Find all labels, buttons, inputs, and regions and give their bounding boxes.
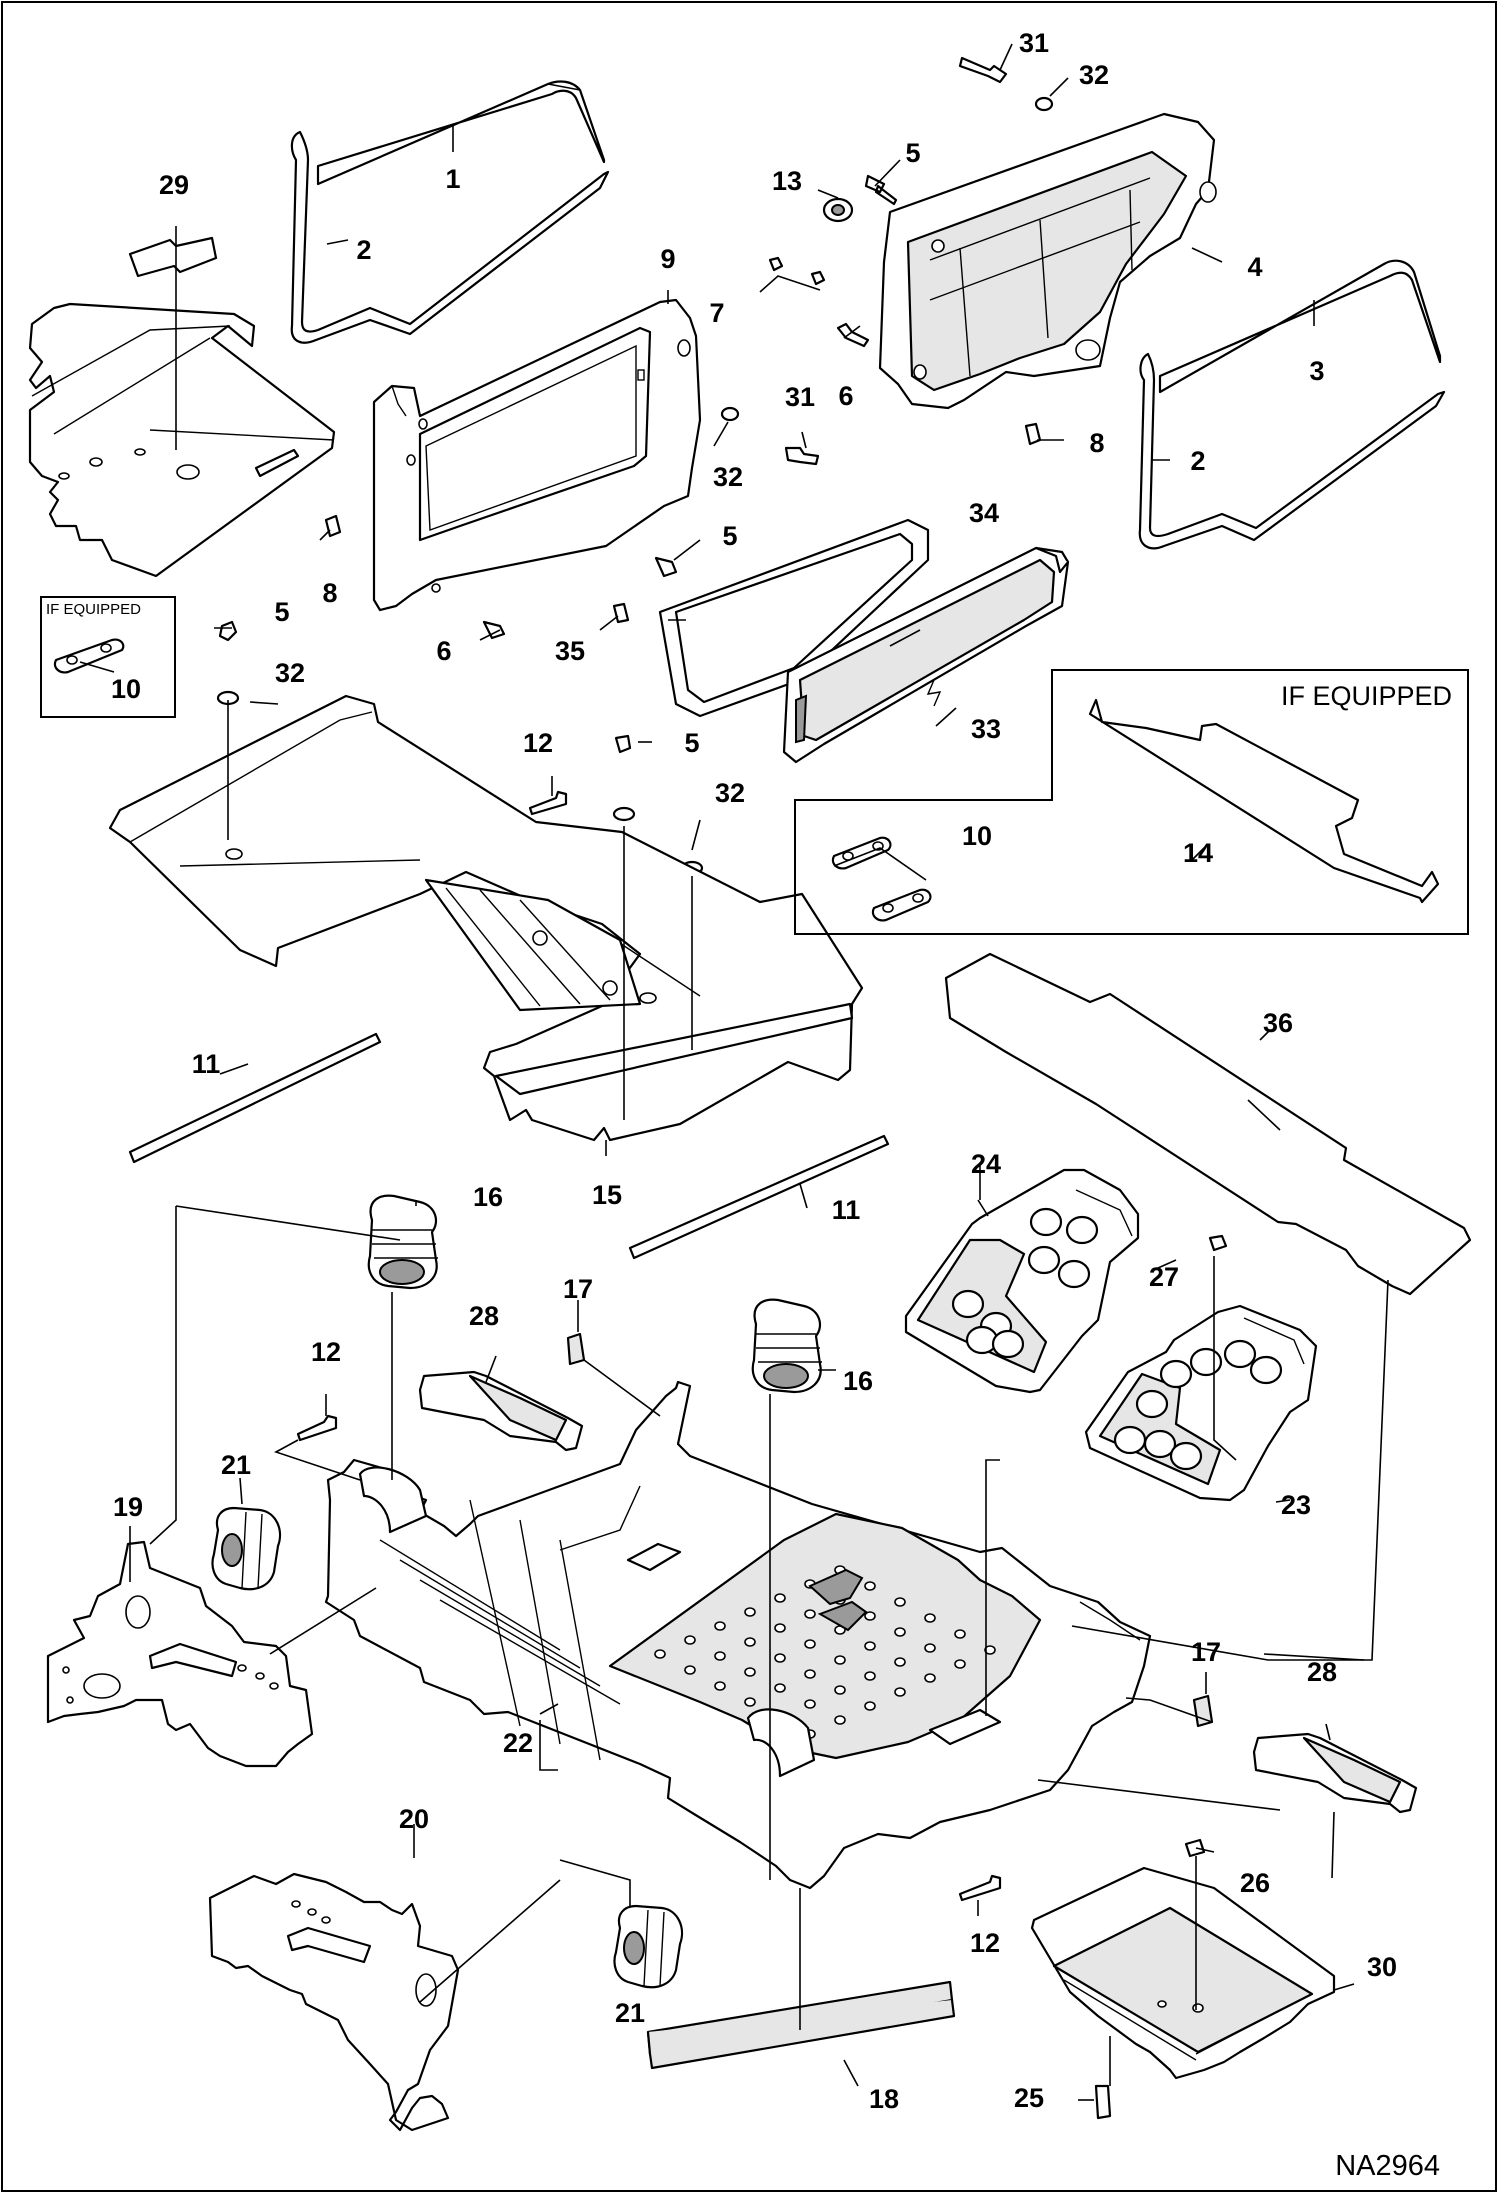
part-floor-plate-left bbox=[28, 302, 336, 578]
part-seal-strip-3 bbox=[1158, 259, 1442, 394]
callout-36: 36 bbox=[1263, 1008, 1293, 1038]
part-boot-21-upper bbox=[211, 1506, 282, 1591]
part-seal-2-left bbox=[290, 130, 610, 344]
drawing-id: NA2964 bbox=[1335, 2150, 1440, 2182]
callout-2-right: 2 bbox=[1190, 446, 1205, 476]
if-equipped-note-large: IF EQUIPPED bbox=[1281, 681, 1452, 711]
part-boot-16-right bbox=[751, 1298, 822, 1394]
part-side-panel-9 bbox=[372, 298, 702, 612]
callout-3: 3 bbox=[1309, 356, 1324, 386]
if-equipped-box-small bbox=[40, 596, 176, 718]
callout-8-left: 8 bbox=[322, 578, 337, 608]
callout-12-top: 12 bbox=[523, 728, 553, 758]
part-window-frame-4 bbox=[878, 112, 1217, 410]
callout-5-left: 5 bbox=[274, 597, 289, 627]
callout-22: 22 bbox=[503, 1728, 533, 1758]
callout-6-left: 6 bbox=[436, 636, 451, 666]
leader-lines bbox=[79, 43, 1389, 2101]
part-bracket-29 bbox=[128, 236, 218, 278]
callout-32-top: 32 bbox=[1079, 60, 1109, 90]
callout-28-right: 28 bbox=[1307, 1657, 1337, 1687]
callout-4: 4 bbox=[1247, 252, 1262, 282]
if-equipped-note-small: IF EQUIPPED bbox=[46, 601, 141, 618]
part-strip-11-right bbox=[628, 1134, 890, 1260]
callout-16-left: 16 bbox=[473, 1182, 503, 1212]
part-pedal-23 bbox=[1084, 1304, 1318, 1502]
callout-18: 18 bbox=[869, 2084, 899, 2114]
callout-8-right: 8 bbox=[1089, 428, 1104, 458]
callout-10-small: 10 bbox=[111, 674, 141, 704]
part-bracket-20 bbox=[208, 1872, 460, 2132]
callout-21-lower: 21 bbox=[615, 1998, 645, 2028]
callout-30: 30 bbox=[1367, 1952, 1397, 1982]
callout-1: 1 bbox=[445, 164, 460, 194]
callout-14: 14 bbox=[1183, 838, 1213, 868]
callout-5-top: 5 bbox=[905, 138, 920, 168]
callout-34: 34 bbox=[969, 498, 999, 528]
part-main-frame-22 bbox=[324, 1380, 1152, 1890]
part-boot-21-lower bbox=[613, 1904, 684, 1989]
callout-31-mid: 31 bbox=[785, 382, 815, 412]
callout-10-large: 10 bbox=[962, 821, 992, 851]
callout-32-center: 32 bbox=[715, 778, 745, 808]
callout-12-bottom: 12 bbox=[970, 1928, 1000, 1958]
callout-35: 35 bbox=[555, 636, 585, 666]
if-equipped-box-large bbox=[794, 669, 1469, 935]
part-seal-2-right bbox=[1138, 352, 1446, 550]
callout-16-right: 16 bbox=[843, 1366, 873, 1396]
callout-5-center: 5 bbox=[684, 728, 699, 758]
callout-20: 20 bbox=[399, 1804, 429, 1834]
part-strip-14 bbox=[1088, 698, 1440, 904]
callout-32-mid: 32 bbox=[713, 462, 743, 492]
callout-17-right: 17 bbox=[1191, 1637, 1221, 1667]
part-pedal-24 bbox=[904, 1168, 1140, 1394]
callout-12-left: 12 bbox=[311, 1337, 341, 1367]
callout-28-left: 28 bbox=[469, 1301, 499, 1331]
part-seal-strip-1 bbox=[316, 80, 606, 186]
part-bracket-19 bbox=[46, 1540, 314, 1768]
callout-25: 25 bbox=[1014, 2083, 1044, 2113]
hardware-fasteners bbox=[216, 56, 1228, 2120]
part-gasket-34 bbox=[658, 518, 930, 718]
part-plate-10-left bbox=[53, 638, 125, 674]
part-floor-panel-15 bbox=[108, 694, 864, 1142]
part-tray-30 bbox=[1030, 1866, 1336, 2080]
part-pad-28-left bbox=[418, 1370, 584, 1452]
callout-11-right: 11 bbox=[832, 1195, 861, 1225]
callout-9: 9 bbox=[660, 244, 675, 274]
callout-21-upper: 21 bbox=[221, 1450, 251, 1480]
callout-2-left: 2 bbox=[356, 235, 371, 265]
part-strip-11-left bbox=[128, 1032, 382, 1164]
callout-13: 13 bbox=[772, 166, 802, 196]
callout-11-left: 11 bbox=[192, 1049, 221, 1079]
callout-labels: 1 2 2 3 4 5 5 5 5 6 6 7 8 8 9 10 10 11 1… bbox=[111, 28, 1397, 2114]
callout-26: 26 bbox=[1240, 1868, 1270, 1898]
callout-6-right: 6 bbox=[838, 381, 853, 411]
callout-33: 33 bbox=[971, 714, 1001, 744]
callout-23: 23 bbox=[1281, 1490, 1311, 1520]
callout-24: 24 bbox=[971, 1149, 1001, 1179]
part-boot-16-left bbox=[367, 1194, 438, 1290]
callout-19: 19 bbox=[113, 1492, 143, 1522]
callout-17-left: 17 bbox=[563, 1274, 593, 1304]
callout-5-mid: 5 bbox=[722, 521, 737, 551]
callout-32-left: 32 bbox=[275, 658, 305, 688]
part-pad-28-right bbox=[1252, 1732, 1418, 1814]
callout-27: 27 bbox=[1149, 1262, 1179, 1292]
part-battery-cover-33 bbox=[782, 546, 1070, 764]
callout-31-top: 31 bbox=[1019, 28, 1049, 58]
callout-15: 15 bbox=[592, 1180, 622, 1210]
callout-29: 29 bbox=[159, 170, 189, 200]
callout-7: 7 bbox=[709, 298, 724, 328]
part-mat-36 bbox=[944, 952, 1472, 1296]
